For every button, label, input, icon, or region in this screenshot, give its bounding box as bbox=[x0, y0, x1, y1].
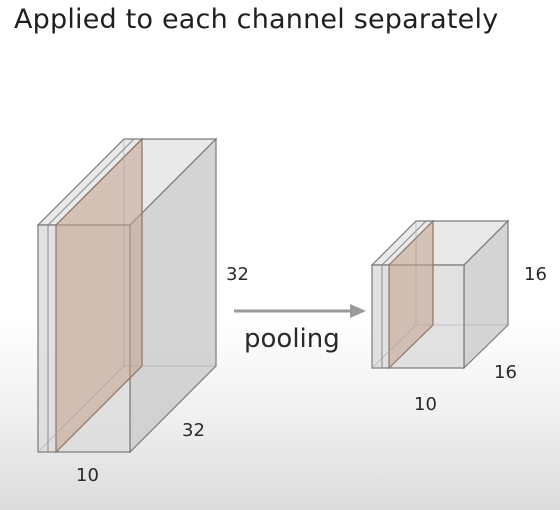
pooling-arrow bbox=[234, 304, 366, 318]
input-width-label: 32 bbox=[182, 420, 205, 441]
input-depth-label: 10 bbox=[76, 465, 99, 486]
input-height-label: 32 bbox=[226, 264, 249, 285]
output-depth-label: 10 bbox=[414, 394, 437, 415]
output-volume bbox=[370, 219, 510, 370]
input-volume bbox=[36, 137, 218, 454]
arrow-head bbox=[350, 304, 366, 318]
output-volume-inner-diagonal bbox=[381, 220, 427, 266]
output-height-label: 16 bbox=[524, 264, 547, 285]
pooling-label: pooling bbox=[244, 324, 340, 354]
output-volume-back-diagonal bbox=[371, 324, 417, 369]
input-volume-inner-diagonal bbox=[47, 138, 135, 226]
slide-title: Applied to each channel separately bbox=[14, 4, 499, 35]
output-width-label: 16 bbox=[494, 362, 517, 383]
input-volume-back-diagonal bbox=[37, 365, 125, 453]
